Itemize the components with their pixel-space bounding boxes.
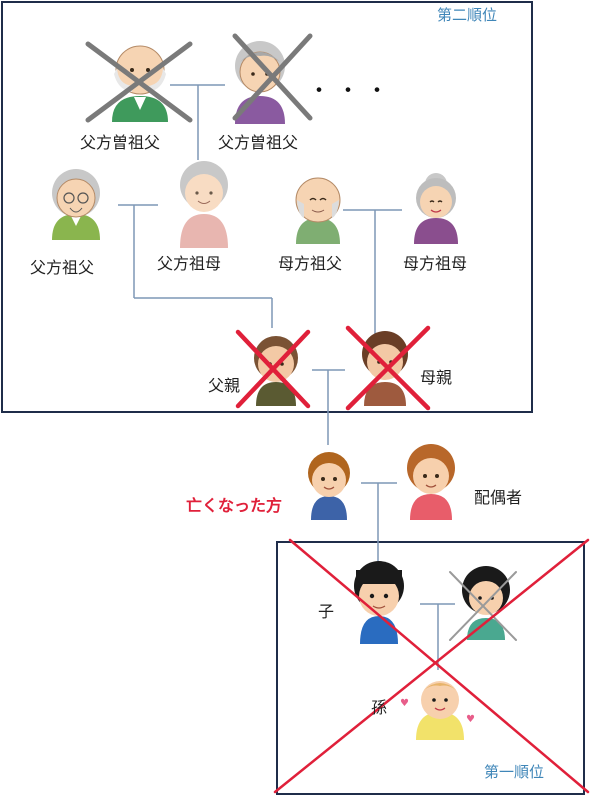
father-label: 父親	[208, 376, 241, 395]
spouse-label: 配偶者	[474, 488, 523, 507]
second-rank-label: 第二順位	[437, 6, 498, 24]
second-rank-box	[1, 1, 533, 413]
spouse-figure	[407, 444, 455, 520]
grandchild-figure	[416, 681, 464, 740]
mother-label: 母親	[420, 368, 453, 387]
paternal-great-grandfather-1-figure	[112, 45, 168, 122]
maternal-grandfather-label: 母方祖父	[278, 254, 343, 273]
heart-icon-2: ♥	[466, 714, 475, 725]
grandchild-label: 孫	[371, 698, 388, 717]
heart-icon: ♥	[400, 698, 409, 709]
paternal-grandfather-figure	[52, 169, 100, 240]
red-cross-father	[235, 329, 311, 409]
gray-cross-child-spouse	[449, 571, 517, 641]
gray-cross-great-grandfather-1	[85, 41, 193, 123]
deceased-figure	[308, 452, 350, 520]
first-rank-label: 第一順位	[484, 763, 545, 781]
first-rank-box	[276, 541, 585, 795]
paternal-great-grandfather-1-label: 父方曽祖父	[80, 133, 161, 152]
paternal-grandfather-label: 父方祖父	[30, 258, 95, 277]
red-cross-mother	[345, 325, 431, 411]
paternal-grandmother-label: 父方祖母	[157, 254, 222, 273]
child-spouse-figure	[462, 566, 510, 640]
maternal-grandmother-figure	[414, 173, 458, 244]
ellipsis-dots: ・ ・ ・	[308, 79, 388, 104]
red-cross-first-rank	[273, 538, 590, 794]
paternal-great-grandfather-2-label: 父方曽祖父	[218, 133, 299, 152]
gray-cross-great-grandfather-2	[232, 33, 313, 121]
maternal-grandfather-figure	[295, 177, 341, 244]
maternal-grandmother-label: 母方祖母	[403, 254, 468, 273]
child-label: 子	[318, 602, 335, 621]
paternal-grandmother-figure	[180, 161, 228, 248]
connector-lines	[118, 84, 455, 670]
deceased-label: 亡くなった方	[186, 496, 283, 515]
